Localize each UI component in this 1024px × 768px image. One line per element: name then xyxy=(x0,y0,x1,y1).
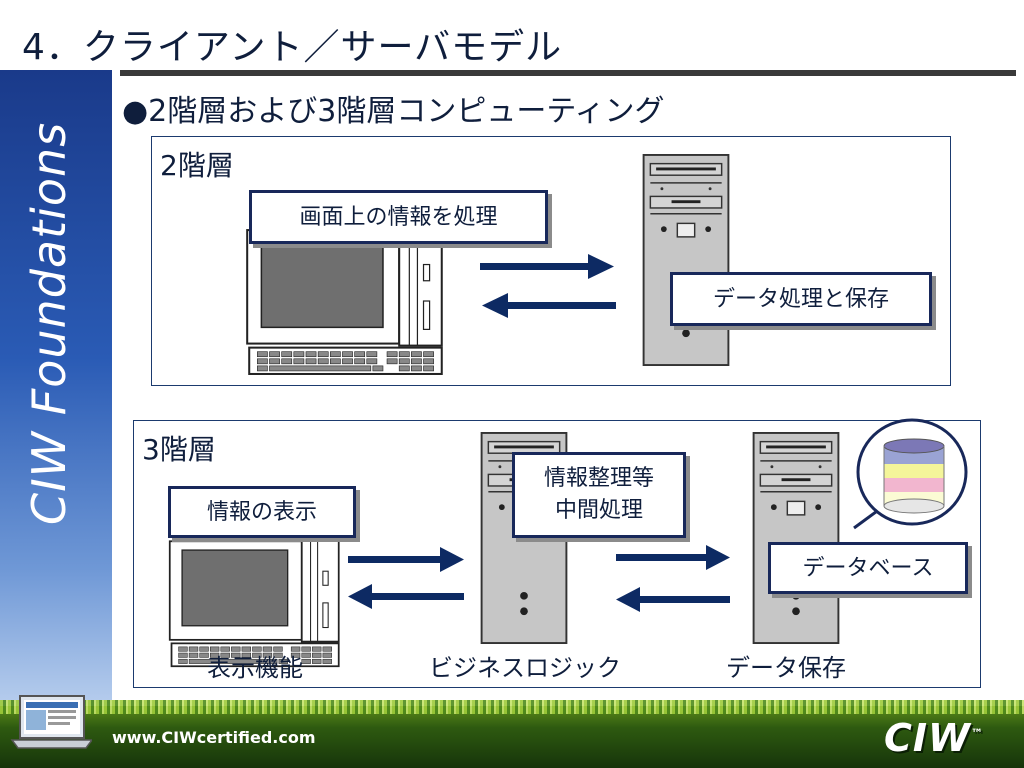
two-tier-arrows xyxy=(480,254,616,318)
sidebar-text: CIW Foundations xyxy=(22,121,76,525)
client-middle-arrows xyxy=(348,547,464,609)
ciw-logo-text: CIW xyxy=(884,716,971,760)
client-pc-icon xyxy=(244,224,449,376)
footer-url[interactable]: www.CIWcertified.com xyxy=(112,728,316,747)
trademark-mark: ™ xyxy=(970,726,984,741)
middle-data-arrows xyxy=(616,545,730,612)
slide-subtitle: ●2階層および3階層コンピューティング xyxy=(122,94,665,129)
caption-business-logic: ビジネスロジック xyxy=(429,654,621,682)
ciw-logo: CIW™ xyxy=(884,716,984,760)
title-divider xyxy=(120,70,1016,76)
arrow-right-icon xyxy=(616,545,730,570)
info-display-box: 情報の表示 xyxy=(168,486,356,538)
database-icon xyxy=(883,438,945,514)
slide-title: 4．クライアント／サーバモデル xyxy=(22,27,563,68)
sidebar-banner xyxy=(0,70,112,710)
server-processing-box: データ処理と保存 xyxy=(670,272,932,326)
client-processing-box: 画面上の情報を処理 xyxy=(249,190,548,244)
arrow-left-icon xyxy=(616,587,730,612)
data-tier-tower-icon xyxy=(752,432,840,644)
server-tower-icon xyxy=(642,154,730,366)
footer-banner xyxy=(0,706,1024,768)
arrow-right-icon xyxy=(348,547,464,572)
database-box: データベース xyxy=(768,542,968,594)
database-callout xyxy=(853,418,968,530)
arrow-left-icon xyxy=(482,293,616,318)
laptop-icon xyxy=(10,695,92,749)
arrow-right-icon xyxy=(480,254,614,279)
middle-processing-box: 情報整理等 中間処理 xyxy=(512,452,686,538)
caption-display-function: 表示機能 xyxy=(207,654,303,682)
arrow-left-icon xyxy=(348,584,464,609)
caption-data-storage: データ保存 xyxy=(726,654,846,682)
footer-grass xyxy=(0,700,1024,714)
middle-box-line2: 中間処理 xyxy=(554,498,643,523)
two-tier-label: 2階層 xyxy=(160,149,234,182)
three-tier-label: 3階層 xyxy=(142,433,216,466)
middle-box-line1: 情報整理等 xyxy=(543,466,654,492)
